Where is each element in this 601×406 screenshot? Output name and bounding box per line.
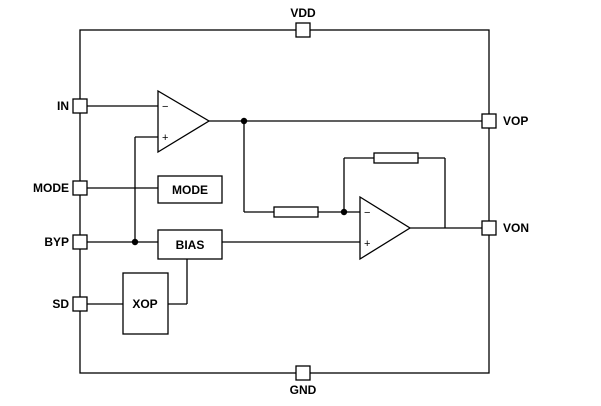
junction-dot-byp: [131, 238, 139, 246]
pin-byp: [72, 234, 88, 250]
pin-in: [72, 98, 88, 114]
wires: [87, 105, 482, 305]
pin-sd: [72, 296, 88, 312]
pin-label-vdd: VDD: [290, 6, 316, 20]
resistor-feedback: [373, 152, 419, 164]
mode-block: MODE: [157, 175, 223, 204]
amp2-minus-label: −: [364, 207, 370, 219]
pin-vop: [481, 113, 497, 129]
pin-vdd: [295, 22, 311, 38]
pin-label-mode: MODE: [33, 181, 69, 195]
pin-label-vop: VOP: [503, 114, 528, 128]
pin-label-gnd: GND: [290, 383, 317, 397]
pin-mode: [72, 180, 88, 196]
pin-von: [481, 220, 497, 236]
pin-label-von: VON: [503, 221, 529, 235]
amplifier-2: − +: [359, 195, 412, 261]
resistor-input: [273, 206, 319, 218]
amp1-minus-label: −: [162, 101, 168, 113]
chip-outline: [79, 29, 490, 374]
pin-label-byp: BYP: [44, 235, 69, 249]
bias-block-label: BIAS: [176, 238, 205, 252]
xop-block: XOP: [122, 272, 169, 335]
junction-dot-feedback: [340, 208, 348, 216]
amp2-plus-label: +: [364, 238, 370, 250]
pin-label-in: IN: [57, 99, 69, 113]
pin-label-sd: SD: [52, 297, 69, 311]
amplifier-1: − +: [157, 89, 211, 154]
pin-gnd: [295, 365, 311, 381]
junction-dot-vop: [240, 117, 248, 125]
amp1-plus-label: +: [162, 132, 168, 144]
xop-block-label: XOP: [132, 297, 157, 311]
bias-block: BIAS: [157, 229, 223, 260]
mode-block-label: MODE: [172, 183, 208, 197]
